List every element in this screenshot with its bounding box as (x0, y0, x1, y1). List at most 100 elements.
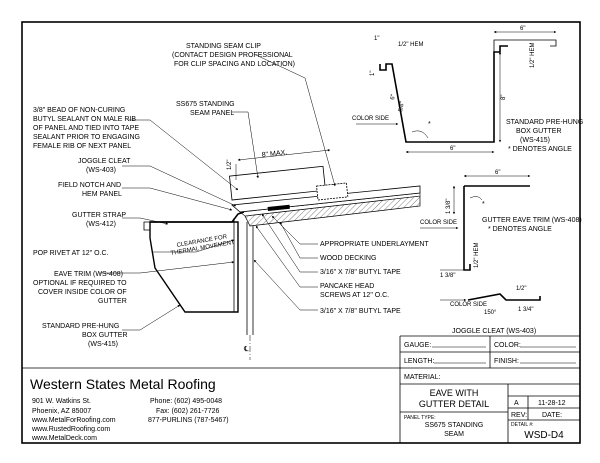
callout-underlayment: APPROPRIATE UNDERLAYMENT (320, 241, 429, 248)
svg-text:(WS-415): (WS-415) (88, 341, 118, 348)
angle-star-1: * (428, 121, 431, 128)
svg-text:STANDARD PRE-HUNG: STANDARD PRE-HUNG (42, 323, 119, 330)
profile-box-gutter: * 6" 8" 6" 1" 1/2" HEM 1/2" HEM 1" 6" 5/… (352, 26, 583, 154)
date-label: DATE: (542, 412, 562, 419)
svg-text:STANDING SEAM CLIP: STANDING SEAM CLIP (186, 43, 261, 50)
main-eave-detail: ℄ CLEARANCE FOR THERMAL MOVEMENT 8" MAX.… (33, 43, 429, 360)
butyl-tape (267, 204, 290, 211)
leader-field-notch (122, 187, 233, 211)
gauge-label: GAUGE: (404, 342, 431, 349)
company-fax: Fax: (602) 261-7726 (156, 408, 220, 415)
material-label: MATERIAL: (404, 374, 440, 381)
leader-tape-1 (261, 213, 318, 273)
svg-text:* DENOTES ANGLE: * DENOTES ANGLE (508, 146, 572, 153)
svg-text:FIELD NOTCH AND: FIELD NOTCH AND (58, 182, 121, 189)
svg-text:PANCAKE HEAD: PANCAKE HEAD (320, 283, 374, 290)
company-name: Western States Metal Roofing (30, 376, 216, 392)
svg-text:FEMALE RIB OF NEXT PANEL: FEMALE RIB OF NEXT PANEL (33, 143, 131, 150)
company-web-1: www.MetalForRoofing.com (31, 417, 116, 424)
callout-joggle-cleat: JOGGLE CLEAT (WS-403) (78, 158, 131, 174)
svg-text:3/8" BEAD OF NON-CURING: 3/8" BEAD OF NON-CURING (33, 107, 125, 114)
title-block: GAUGE: COLOR: LENGTH: FINISH: MATERIAL: … (22, 335, 580, 443)
svg-text:STANDARD PRE-HUNG: STANDARD PRE-HUNG (506, 119, 583, 126)
sheet-border (21, 21, 581, 444)
angle-mark-1 (411, 130, 429, 139)
joggle-dim-half: 1/2" (516, 286, 526, 292)
svg-text:(CONTACT DESIGN PROFESSIONAL: (CONTACT DESIGN PROFESSIONAL (172, 52, 293, 59)
detail-title-2: GUTTER DETAIL (419, 399, 489, 409)
color-label: COLOR: (494, 342, 521, 349)
company-phone: Phone: (602) 495-0048 (150, 398, 222, 405)
company-web-3: www.MetalDeck.com (31, 435, 97, 442)
box-gutter-hem-right (493, 39, 557, 52)
company-tollfree: 877-PURLINS (787-5467) (148, 417, 229, 424)
company-web-2: www.RustedRoofing.com (31, 426, 110, 433)
profile-joggle-cleat: 1 3/8" 1/2" 1 3/4" 150° COLOR SIDE JOGGL… (440, 269, 541, 335)
company-block: Western States Metal Roofing 901 W. Watk… (30, 376, 229, 442)
rev-value: A (514, 400, 519, 407)
svg-text:SEALANT PRIOR TO ENGAGING: SEALANT PRIOR TO ENGAGING (33, 134, 140, 141)
gutter-front-hem (143, 221, 150, 231)
panel-type-label: PANEL TYPE: (404, 415, 436, 421)
angle-star-2: * (482, 201, 485, 208)
svg-text:EAVE TRIM (WS-408): EAVE TRIM (WS-408) (54, 271, 123, 278)
svg-text:(WS-412): (WS-412) (86, 221, 116, 228)
callout-gutter-strap: GUTTER STRAP (WS-412) (72, 212, 126, 228)
eave-trim-note: GUTTER EAVE TRIM (WS-408) * DENOTES ANGL… (482, 217, 582, 233)
profile-eave-trim: * 6" 1 3/8" 1/2" HEM COLOR SIDE GUTTER E… (420, 170, 582, 271)
leader-tape-2 (253, 259, 318, 311)
svg-text:BOX GUTTER: BOX GUTTER (516, 128, 562, 135)
leader-underlayment (271, 215, 318, 245)
joggle-angle: 150° (484, 310, 497, 316)
leader-clip (255, 54, 336, 187)
callout-eave-trim: EAVE TRIM (WS-408) OPTIONAL IF REQUIRED … (33, 271, 127, 305)
box-dim-1-top: 1" (374, 36, 379, 42)
callout-butyl-sealant: 3/8" BEAD OF NON-CURING BUTYL SEALANT ON… (33, 107, 140, 150)
rev-label: REV: (511, 412, 527, 419)
callout-standing-seam-clip: STANDING SEAM CLIP (CONTACT DESIGN PROFE… (172, 43, 295, 68)
callout-pre-hung-gutter: STANDARD PRE-HUNG BOX GUTTER (WS-415) (42, 323, 128, 348)
callout-butyl-tape-1: 3/16" X 7/8" BUTYL TAPE (320, 269, 401, 276)
svg-text:GUTTER: GUTTER (98, 298, 127, 305)
date-value: 11-28-12 (538, 400, 566, 407)
detail-title-1: EAVE WITH (430, 388, 479, 398)
leader-joggle (122, 165, 237, 207)
callout-ss675-panel: SS675 STANDING SEAM PANEL (176, 101, 235, 117)
box-gutter-profile-line (379, 45, 508, 143)
leader-gutter-strap (122, 217, 169, 225)
eave-color-side: COLOR SIDE (420, 220, 457, 226)
svg-text:(WS-403): (WS-403) (86, 167, 116, 174)
company-address-1: 901 W. Watkins St. (32, 398, 91, 405)
box-dim-hem-left: 1/2" HEM (398, 42, 423, 48)
eave-dim-6: 6" (495, 170, 500, 176)
svg-text:* DENOTES ANGLE: * DENOTES ANGLE (488, 226, 552, 233)
svg-text:SCREWS AT 12" O.C.: SCREWS AT 12" O.C. (320, 292, 389, 299)
callout-pancake-screws: PANCAKE HEAD SCREWS AT 12" O.C. (320, 283, 389, 299)
svg-text:COVER INSIDE COLOR OF: COVER INSIDE COLOR OF (38, 289, 127, 296)
eave-trim-profile-line (463, 186, 471, 271)
company-address-2: Phoenix, AZ 85007 (32, 408, 91, 415)
box-dim-1-left: 1" (370, 71, 376, 76)
standing-seam-clip-shape (316, 182, 349, 201)
leader-butyl-sealant (128, 119, 239, 191)
angle-mark-2 (469, 196, 483, 201)
detail-label: DETAIL #: (511, 422, 534, 428)
callout-wood-decking: WOOD DECKING (320, 255, 376, 262)
svg-text:GUTTER STRAP: GUTTER STRAP (72, 212, 126, 219)
eave-dim-hem: 1/2" HEM (474, 243, 480, 268)
svg-text:HEM PANEL: HEM PANEL (82, 191, 122, 198)
gutter-strap (150, 211, 245, 223)
callout-pop-rivet: POP RIVET AT 12" O.C. (33, 250, 109, 257)
joggle-cleat-label: JOGGLE CLEAT (WS-403) (452, 328, 536, 335)
box-dim-6-slope: 6" (390, 94, 397, 100)
panel-type-1: SS675 STANDING (425, 422, 484, 429)
leader-decking (279, 221, 318, 259)
svg-text:(WS-415): (WS-415) (520, 137, 550, 144)
svg-text:FOR CLIP SPACING AND LOCATION): FOR CLIP SPACING AND LOCATION) (174, 61, 295, 68)
svg-text:SEAM PANEL: SEAM PANEL (190, 110, 234, 117)
dim-8-max: 8" MAX. (261, 149, 287, 159)
box-gutter (149, 221, 239, 313)
dim-8-max-line (237, 149, 331, 161)
callout-butyl-tape-2: 3/16" X 7/8" BUTYL TAPE (320, 308, 401, 315)
